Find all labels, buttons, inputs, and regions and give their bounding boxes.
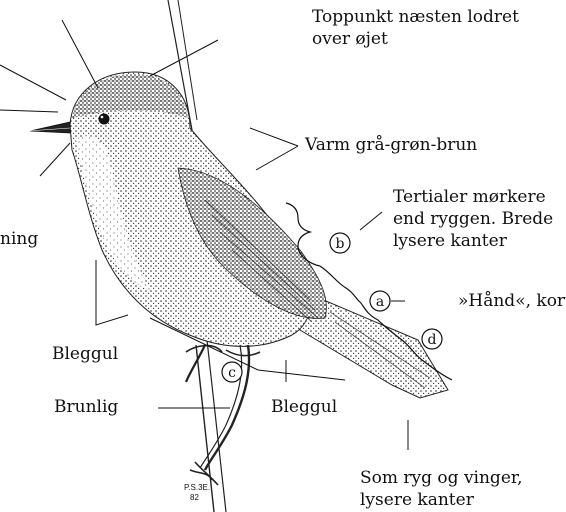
svg-text:P.S.3E.: P.S.3E. xyxy=(184,483,210,492)
label-bleggul-right: Bleggul xyxy=(271,396,337,418)
badge-c: c xyxy=(222,362,242,382)
badge-d: d xyxy=(422,329,442,349)
label-crown-position: Toppunkt næsten lodret over øjet xyxy=(312,6,519,50)
label-brunlig: Brunlig xyxy=(54,396,118,418)
badge-b: b xyxy=(330,233,350,253)
label-warm-color: Varm grå-grøn-brun xyxy=(305,134,477,156)
label-hand: »Hånd«, kort xyxy=(458,290,566,312)
svg-text:d: d xyxy=(428,332,437,348)
label-tail: Som ryg og vinger, lysere kanter xyxy=(360,467,523,511)
svg-text:82: 82 xyxy=(190,493,199,502)
badge-a: a xyxy=(370,291,390,311)
artist-signature: P.S.3E. 82 xyxy=(184,483,210,502)
svg-text:b: b xyxy=(336,236,345,252)
label-tertials: Tertialer mørkere end ryggen. Brede lyse… xyxy=(393,186,553,252)
svg-text:c: c xyxy=(228,365,236,381)
label-bleggul-left: Bleggul xyxy=(52,343,118,365)
label-left-cut: ning xyxy=(0,228,38,250)
svg-text:a: a xyxy=(376,294,384,310)
